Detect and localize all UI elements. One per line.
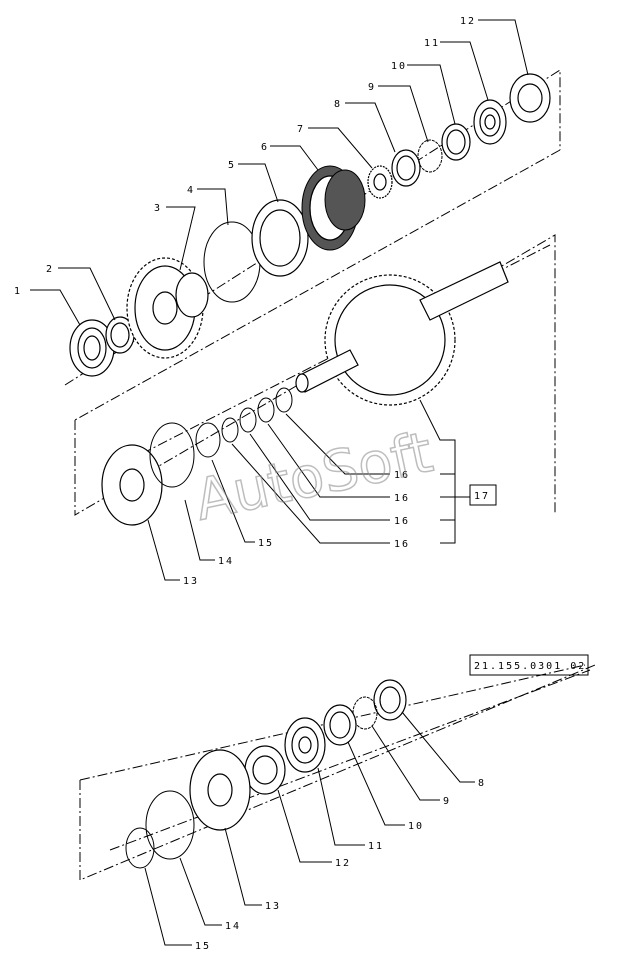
label-16-c: 16 (394, 516, 410, 527)
disc-part-5 (251, 199, 309, 277)
ring-part-8 (391, 149, 421, 187)
label-10: 10 (391, 61, 407, 72)
reference-code-box: 21.155.0301 02 (469, 654, 589, 676)
seal-rings-16 (221, 387, 293, 443)
group-box (469, 484, 497, 506)
label-15: 15 (258, 538, 274, 549)
lower-ring-10 (323, 704, 357, 746)
label-1: 1 (14, 286, 22, 297)
label-5: 5 (228, 160, 236, 171)
gear-part-3 (126, 257, 209, 359)
lower-snap-ring-15 (125, 827, 155, 869)
disc-part-13 (101, 444, 163, 526)
label-16-a: 16 (394, 470, 410, 481)
clutch-drum-6 (301, 165, 366, 251)
label-12: 12 (460, 16, 476, 27)
label-3: 3 (154, 203, 162, 214)
label-4: 4 (187, 185, 195, 196)
lower-ring-8 (373, 679, 407, 721)
lower-label-13: 13 (265, 901, 281, 912)
lower-label-9: 9 (443, 796, 451, 807)
cap-part-12 (509, 73, 551, 123)
lower-label-14: 14 (225, 921, 241, 932)
lower-label-8: 8 (478, 778, 486, 789)
ring-part-2 (105, 316, 135, 354)
label-16-b: 16 (394, 493, 410, 504)
bearing-part (69, 319, 115, 377)
label-2: 2 (46, 264, 54, 275)
snap-ring-14 (149, 422, 195, 488)
upper-labels: 1 2 3 4 5 6 7 8 9 10 11 12 13 14 15 16 1… (14, 16, 497, 587)
label-6: 6 (261, 142, 269, 153)
label-11: 11 (424, 38, 440, 49)
label-9: 9 (368, 82, 376, 93)
group-box-label: 17 (474, 491, 490, 502)
label-8: 8 (334, 99, 342, 110)
piston-part-11 (473, 99, 507, 145)
label-14: 14 (218, 556, 234, 567)
lower-snap-ring-14 (145, 790, 195, 860)
lower-leaders (144, 711, 475, 946)
shaft-assembly-17 (295, 261, 509, 406)
lower-disc-13 (189, 749, 251, 831)
lower-label-10: 10 (408, 821, 424, 832)
lower-cap-12 (244, 745, 286, 795)
lower-piston-11 (284, 717, 326, 773)
small-gear-7 (367, 165, 393, 199)
snap-ring-15 (195, 422, 221, 458)
lower-label-12: 12 (335, 858, 351, 869)
lower-assembly (125, 679, 407, 869)
label-7: 7 (297, 124, 305, 135)
lower-label-11: 11 (368, 841, 384, 852)
reference-code: 21.155.0301 02 (474, 661, 586, 672)
lower-labels: 8 9 10 11 12 13 14 15 (195, 778, 486, 952)
upper-leaders (30, 19, 529, 581)
snap-ring-9 (417, 139, 443, 173)
ring-part-10 (441, 123, 471, 161)
upper-assembly (69, 73, 551, 526)
label-16-d: 16 (394, 539, 410, 550)
lower-snap-ring-9 (352, 696, 378, 730)
lower-label-15: 15 (195, 941, 211, 952)
label-13: 13 (183, 576, 199, 587)
